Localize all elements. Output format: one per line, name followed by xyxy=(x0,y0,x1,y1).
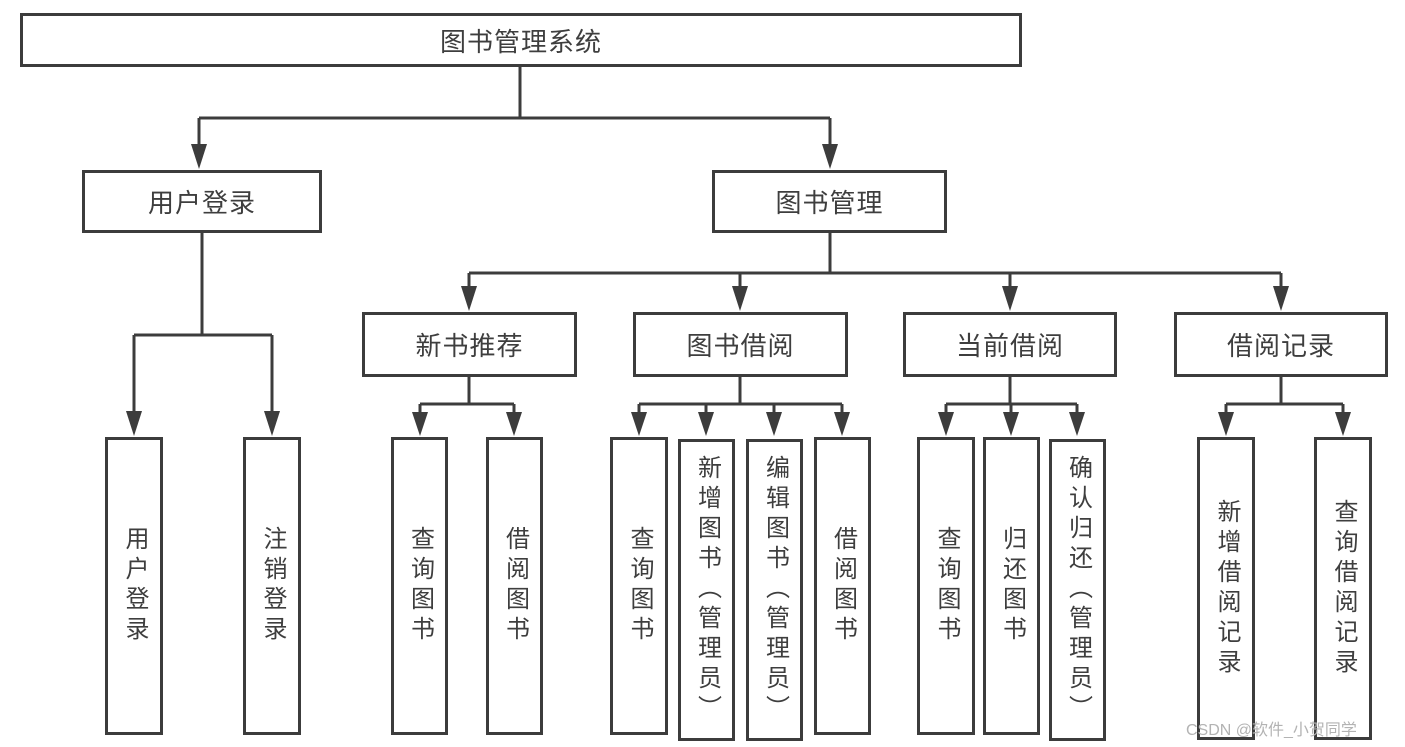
node-label: 编辑图书（管理员） xyxy=(761,455,789,725)
node-return-books: 归还图书 xyxy=(983,437,1040,735)
node-borrow-books-leaf: 借阅图书 xyxy=(814,437,871,735)
node-label: 确认归还（管理员） xyxy=(1064,455,1092,725)
node-book-management: 图书管理 xyxy=(712,170,947,233)
node-label: 查询图书 xyxy=(626,526,653,646)
node-user-login-leaf: 用户登录 xyxy=(105,437,163,735)
node-borrow-books-recommend: 借阅图书 xyxy=(486,437,543,735)
node-add-books-admin: 新增图书（管理员） xyxy=(678,439,735,741)
watermark: CSDN @软件_小贺同学 xyxy=(1186,722,1357,739)
node-confirm-return-admin: 确认归还（管理员） xyxy=(1049,439,1106,741)
node-label: 用户登录 xyxy=(121,526,148,646)
node-new-book-recommend: 新书推荐 xyxy=(362,312,577,377)
node-label: 借阅图书 xyxy=(501,526,529,646)
node-query-borrow-record: 查询借阅记录 xyxy=(1314,437,1372,740)
node-label: 新增图书（管理员） xyxy=(693,455,721,725)
node-user-login: 用户登录 xyxy=(82,170,322,233)
node-label: 归还图书 xyxy=(998,526,1026,646)
node-label: 查询图书 xyxy=(933,526,960,646)
node-query-books-borrow: 查询图书 xyxy=(610,437,668,735)
node-book-borrow: 图书借阅 xyxy=(633,312,848,377)
node-label: 查询图书 xyxy=(406,526,434,646)
node-query-books-current: 查询图书 xyxy=(917,437,975,735)
node-label: 注销登录 xyxy=(259,526,286,646)
node-current-borrow: 当前借阅 xyxy=(903,312,1117,377)
node-label: 查询借阅记录 xyxy=(1330,498,1357,679)
node-query-books-recommend: 查询图书 xyxy=(391,437,448,735)
node-borrow-records: 借阅记录 xyxy=(1174,312,1388,377)
node-logout: 注销登录 xyxy=(243,437,301,735)
node-edit-books-admin: 编辑图书（管理员） xyxy=(746,439,803,741)
node-label: 新增借阅记录 xyxy=(1213,498,1240,679)
node-library-management-system: 图书管理系统 xyxy=(20,13,1022,67)
node-add-borrow-record: 新增借阅记录 xyxy=(1197,437,1255,740)
node-label: 借阅图书 xyxy=(829,526,857,646)
